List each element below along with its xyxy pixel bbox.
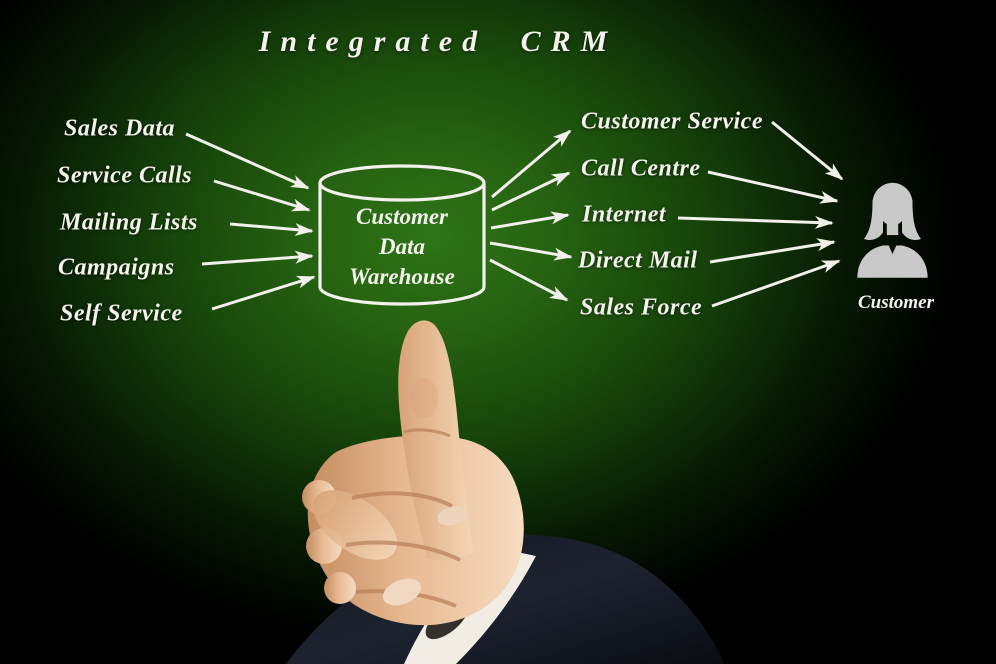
channel-label-direct-mail: Direct Mail [578,247,698,274]
warehouse-line-1: Customer [355,204,449,229]
arrow-sales-data [185,132,310,190]
arrow-to-customer-service [491,129,572,199]
warehouse-line-2: Data [379,234,425,259]
person-hair-right [902,199,921,240]
arrow-service-calls [213,179,311,212]
customer-label: Customer [857,292,935,313]
output-arrows [489,129,573,302]
channel-label-internet: Internet [582,201,667,228]
arrow-mailing-lists [229,222,314,237]
input-label-campaigns: Campaigns [58,254,175,281]
arrow-to-direct-mail [489,241,573,261]
input-label-mailing-lists: Mailing Lists [60,209,198,236]
customer-arrows [677,120,844,308]
person-hair-left [864,199,883,240]
arrow-to-call-centre [491,171,571,212]
arrow-campaigns [201,250,314,266]
arrow-sf-to-customer [711,259,841,308]
channel-label-sales-force: Sales Force [580,294,703,321]
warehouse-node-label: Customer Data Warehouse [349,202,455,292]
database-cylinder-icon [318,164,486,306]
female-person-icon [857,182,928,278]
cylinder-body [318,183,486,306]
warehouse-line-3: Warehouse [349,264,455,289]
person-face [879,195,906,226]
page-title: Integrated CRM [258,25,618,58]
finger-knuckle-shade [410,378,438,418]
person-neck [886,221,899,236]
input-arrows [185,132,316,311]
input-label-sales-data: Sales Data [64,115,176,142]
arrow-dm-to-customer [709,238,836,264]
input-label-self-service: Self Service [60,300,183,327]
index-finger [398,320,473,561]
thumbnail [382,578,422,606]
arrow-in-to-customer [677,215,834,229]
arrow-to-sales-force [489,258,569,302]
person-body [857,245,928,278]
arrow-to-internet [490,211,570,230]
channel-label-customer-service: Customer Service [581,108,763,135]
arrow-self-service [211,275,316,311]
cylinder-top [318,164,486,202]
arrow-cc-to-customer [707,170,839,204]
input-label-service-calls: Service Calls [57,162,193,189]
arrow-cs-to-customer [771,120,844,181]
fingernail [437,506,467,526]
channel-label-call-centre: Call Centre [581,155,701,182]
